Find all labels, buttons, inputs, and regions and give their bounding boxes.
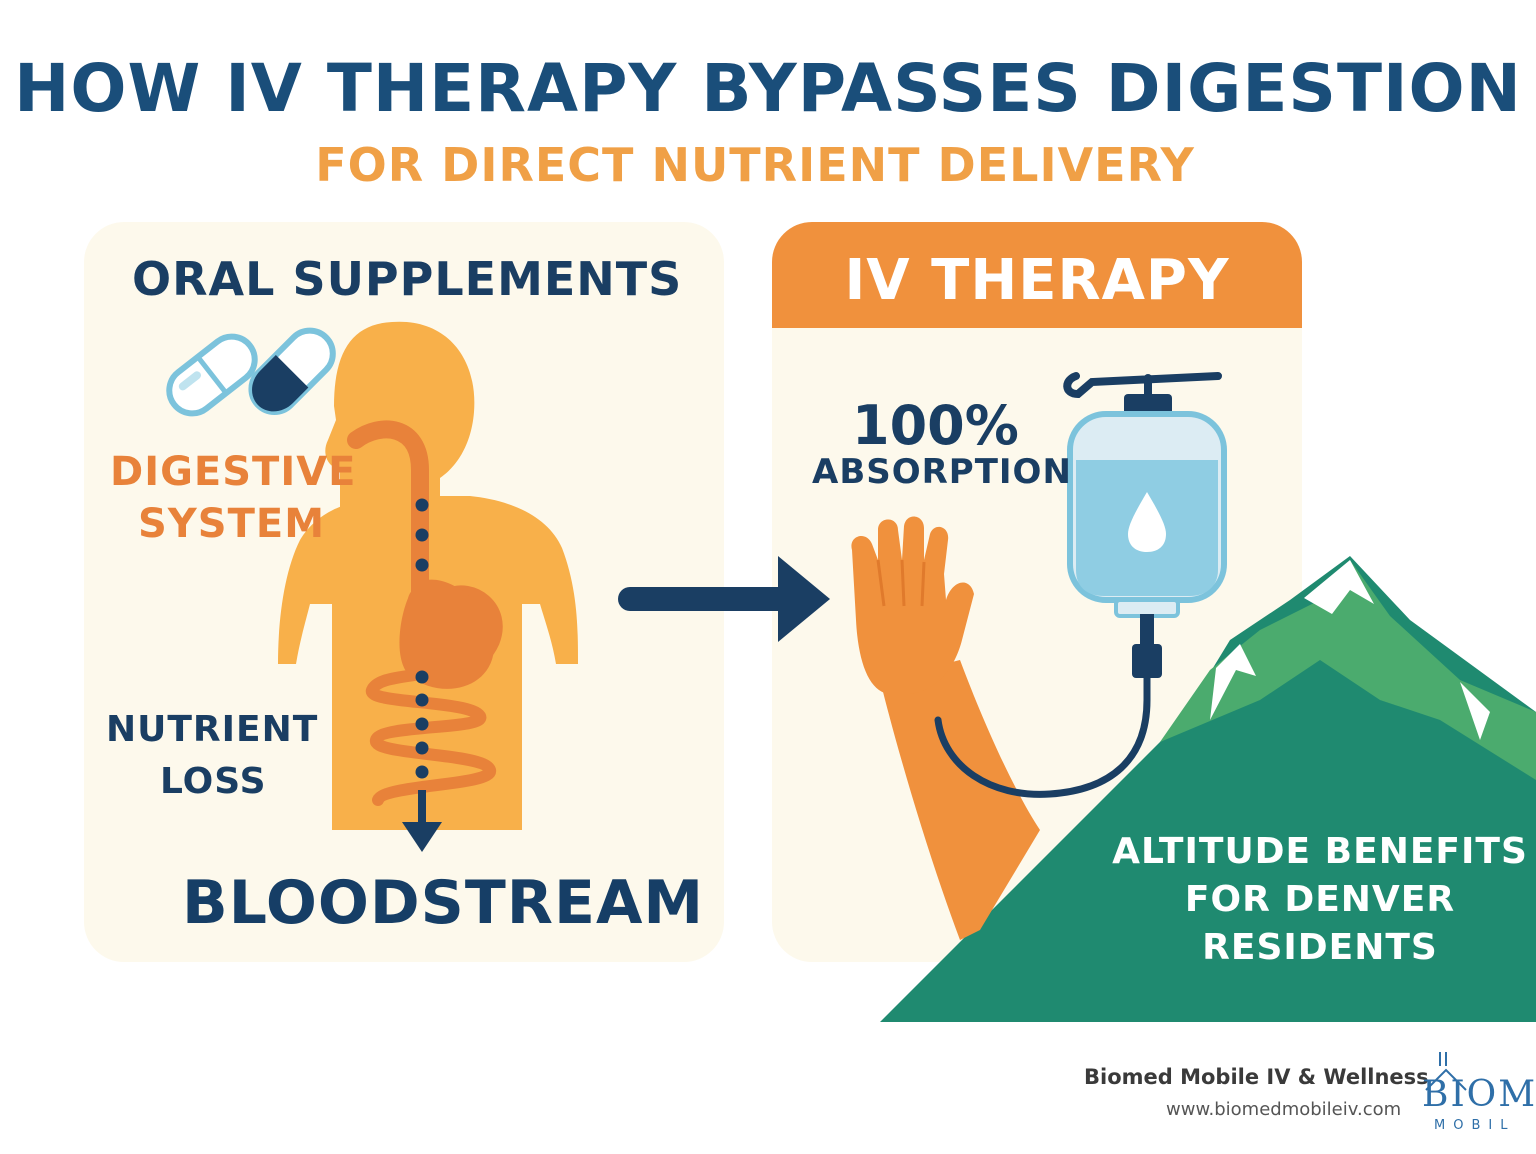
down-arrow-icon — [402, 790, 442, 852]
oral-supplements-heading: ORAL SUPPLEMENTS — [132, 252, 683, 306]
digestive-system-label: DIGESTIVE SYSTEM — [110, 446, 357, 550]
iv-pole-hook — [1063, 372, 1222, 400]
iv-therapy-heading: IV THERAPY — [844, 248, 1230, 313]
absorption-percentage: 100% — [852, 394, 1019, 457]
nutrient-loss-label: NUTRIENT LOSS — [106, 704, 318, 808]
brand-url[interactable]: www.biomedmobileiv.com — [1166, 1099, 1402, 1120]
digestive-label-line2: SYSTEM — [138, 501, 325, 547]
altitude-line3: RESIDENTS — [1202, 927, 1438, 968]
iv-tube — [934, 614, 1162, 798]
absorption-label: ABSORPTION — [812, 452, 1072, 492]
digestive-label-line1: DIGESTIVE — [110, 449, 357, 495]
altitude-benefits-label: ALTITUDE BENEFITS FOR DENVER RESIDENTS — [1110, 828, 1530, 972]
pill-capsules-icon — [166, 327, 336, 417]
altitude-line2: FOR DENVER — [1184, 879, 1456, 920]
nutrient-label-line1: NUTRIENT — [106, 709, 319, 750]
brand-name: Biomed Mobile IV & Wellness — [1084, 1065, 1429, 1089]
arm-hand-icon — [851, 516, 1040, 940]
page-title: HOW IV THERAPY BYPASSES DIGESTION — [14, 50, 1522, 127]
nutrient-path-dots — [415, 498, 429, 779]
bloodstream-label: BLOODSTREAM — [182, 868, 705, 938]
altitude-line1: ALTITUDE BENEFITS — [1112, 831, 1528, 872]
brand-logo: BIOM — [1422, 1074, 1536, 1115]
stomach-icon — [399, 579, 495, 689]
nutrient-label-line2: LOSS — [160, 761, 267, 802]
page-subtitle: FOR DIRECT NUTRIENT DELIVERY — [315, 138, 1195, 192]
brand-logo-subtext: MOBIL — [1434, 1118, 1516, 1133]
iv-bag-icon — [1067, 411, 1227, 618]
iv-therapy-header-bar — [772, 222, 1302, 328]
